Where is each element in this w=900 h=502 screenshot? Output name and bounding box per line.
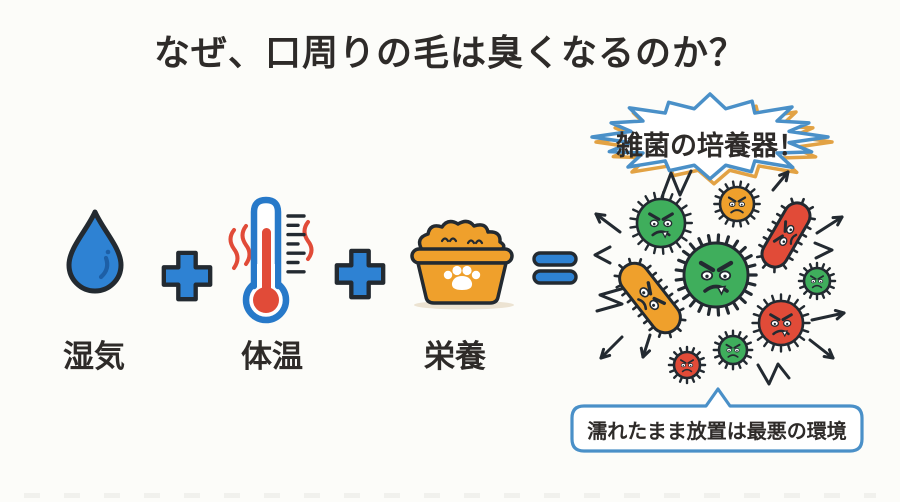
plus-icon: [159, 249, 215, 305]
spread-arrow: [771, 170, 790, 192]
spread-arrow: [810, 308, 846, 322]
bacterium-coccus-green: [712, 329, 754, 371]
spread-arrow: [639, 333, 652, 359]
burst-bubble: [585, 86, 835, 191]
plus-icon: [332, 247, 388, 303]
callout-bubble: [566, 384, 868, 456]
food-bowl-icon: [408, 216, 516, 310]
spread-arrow: [599, 335, 624, 360]
spread-zigzag: [756, 362, 791, 386]
spread-zigzag: [813, 241, 834, 260]
bacterium-coccus-red: [667, 345, 707, 385]
water-drop-icon: [63, 208, 127, 310]
paw-print-icon: [443, 265, 481, 290]
callout-label: 濡れたまま放置は最悪の環境: [587, 421, 847, 443]
bacterium-coccus-green: [797, 261, 837, 301]
cropped-bottom-artifact: [24, 493, 876, 498]
label-moisture: 湿気: [63, 339, 125, 374]
label-body-heat: 体温: [241, 339, 303, 374]
bacterium-coccus-green: [674, 233, 758, 317]
spread-arrow: [808, 338, 835, 360]
bacterium-rod-orange: [613, 257, 687, 339]
spread-arrow: [594, 212, 622, 234]
thermometer-icon: [226, 192, 314, 326]
burst-label: 雑菌の培養器！: [616, 131, 805, 161]
page-title: なぜ、口周りの毛は臭くなるのか？: [153, 32, 746, 73]
spread-zigzag: [660, 169, 693, 199]
label-nutrition: 栄養: [424, 339, 486, 374]
spread-zigzag: [593, 245, 612, 265]
bacterium-coccus-red: [751, 293, 811, 353]
spread-zigzag: [595, 285, 630, 313]
spread-arrow: [815, 215, 844, 235]
bacterium-rod-red: [755, 197, 817, 274]
equals-icon: [532, 251, 578, 285]
bacteria-cluster: [570, 165, 890, 400]
bacterium-coccus-green: [629, 191, 694, 255]
bacterium-coccus-orange: [713, 180, 761, 228]
